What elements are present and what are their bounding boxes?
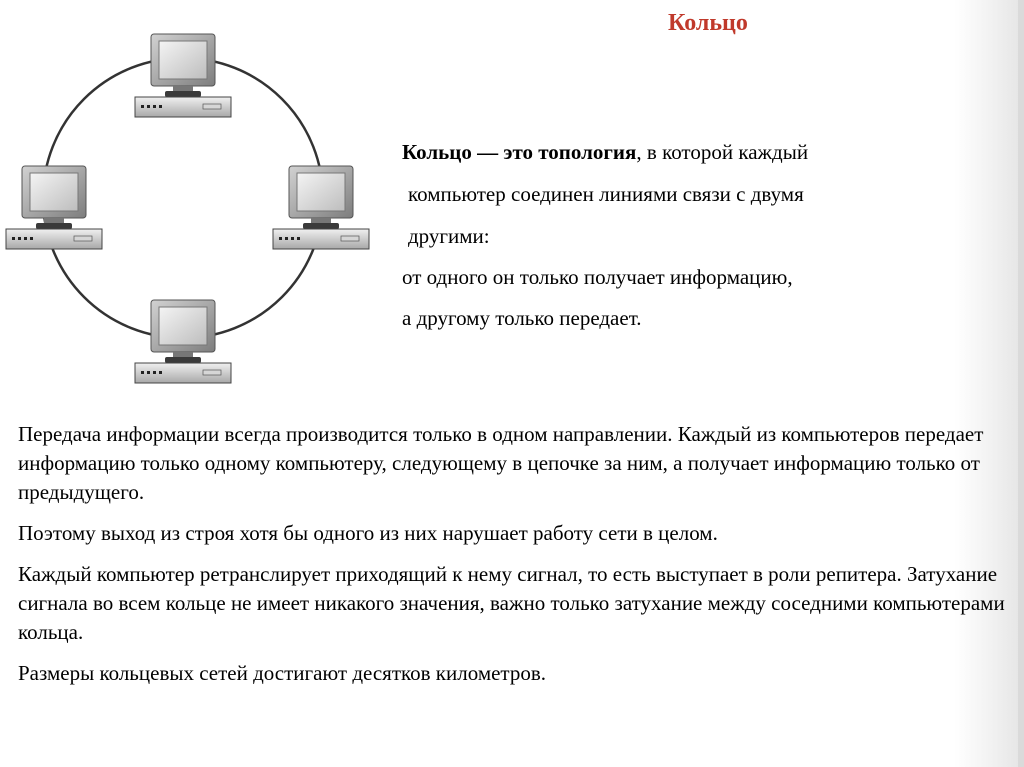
definition-line-4: от одного он только получает информацию, [402, 265, 793, 289]
computer-top-icon [134, 33, 232, 118]
definition-line-5: а другому только передает. [402, 306, 642, 330]
definition-term: Кольцо — это топология [402, 140, 637, 164]
definition-line-1-rest: , в которой каждый [636, 140, 809, 164]
computer-bottom-icon [134, 299, 232, 384]
paragraph-repeater: Каждый компьютер ретранслирует приходящи… [18, 562, 1005, 644]
ring-topology-diagram [5, 33, 370, 384]
computer-left-icon [5, 165, 103, 250]
page-curl-decoration [954, 0, 1024, 767]
definition-line-2: компьютер соединен линиями связи с двумя [408, 182, 804, 206]
paragraph-size: Размеры кольцевых сетей достигают десятк… [18, 661, 547, 685]
body-text: Передача информации всегда производится … [18, 420, 1008, 688]
definition-line-1: Кольцо — это топология, в которой каждый [402, 140, 808, 164]
paragraph-failure: Поэтому выход из строя хотя бы одного из… [18, 521, 718, 545]
slide-title: Кольцо [668, 10, 748, 36]
paragraph-direction: Передача информации всегда производится … [18, 422, 984, 504]
definition-line-3: другими: [408, 224, 490, 248]
computer-right-icon [272, 165, 370, 250]
